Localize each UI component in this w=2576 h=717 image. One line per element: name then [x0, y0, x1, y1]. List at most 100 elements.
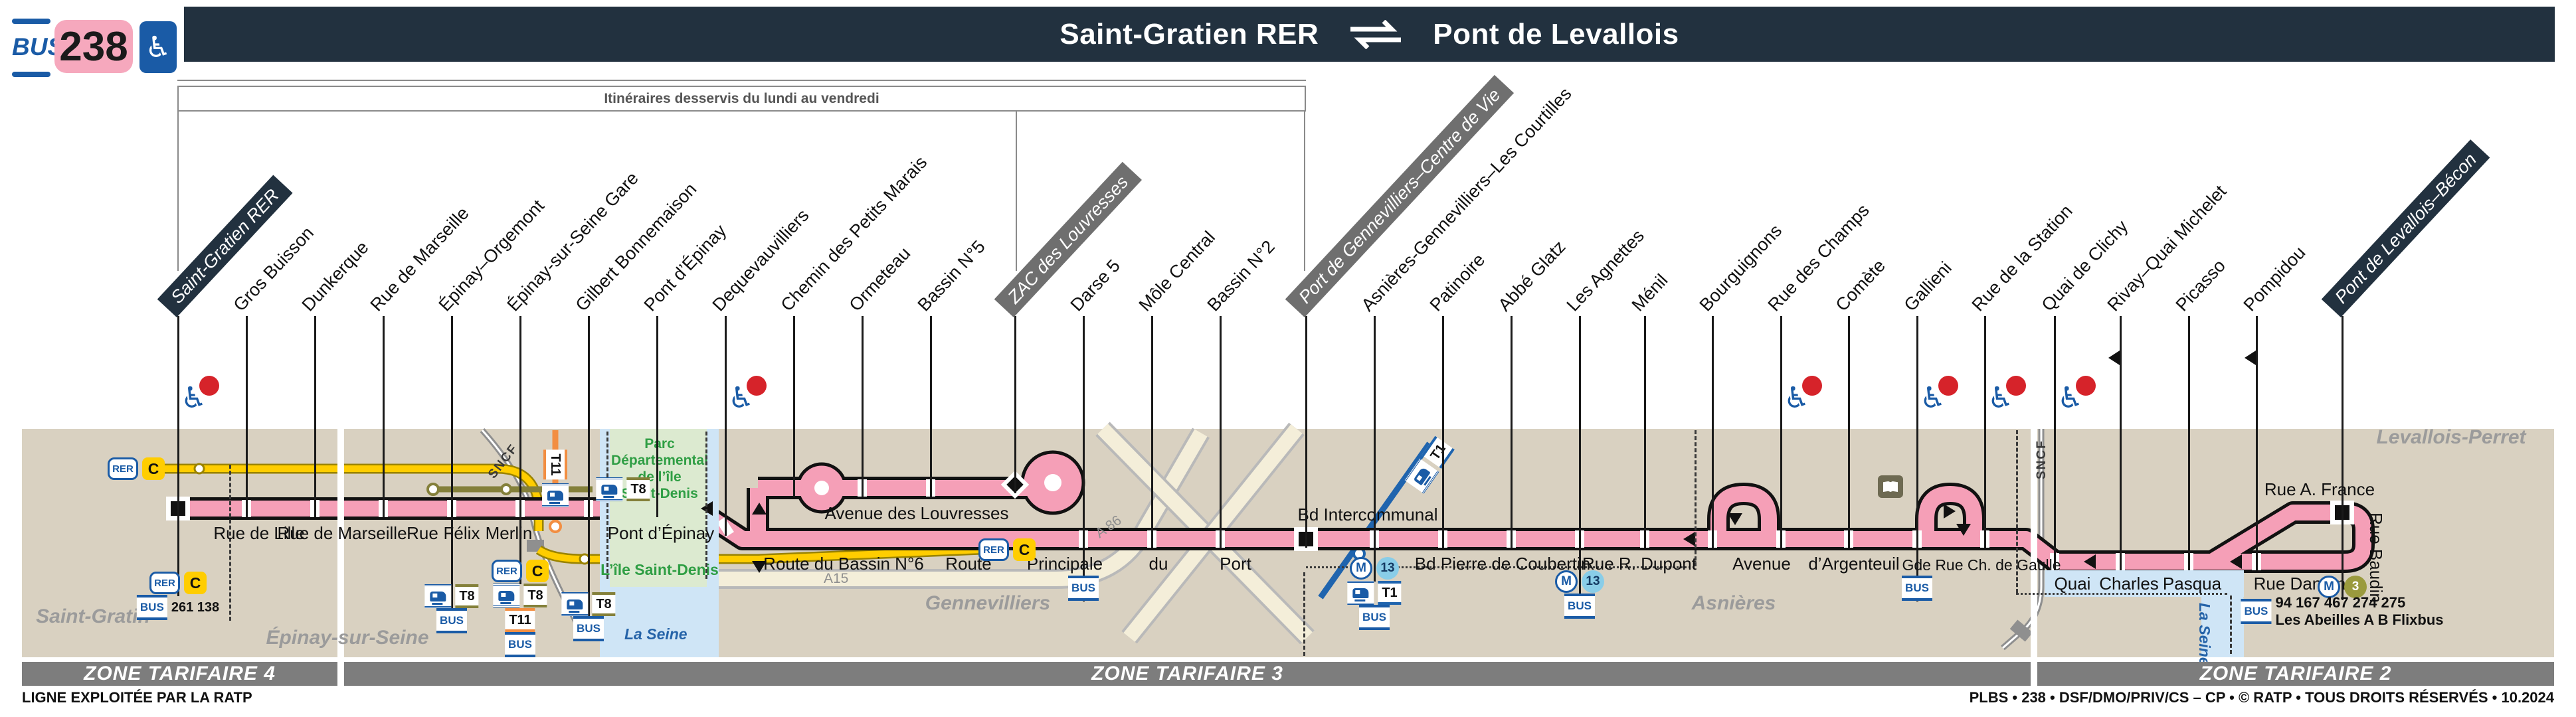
map-icon-book: [1883, 481, 1898, 492]
t8-line-label: T8: [596, 477, 650, 501]
rer-c-logo: C: [184, 572, 207, 594]
commune-boundary: [2016, 593, 2227, 595]
connection-bus: BUS: [1902, 576, 1932, 601]
fare-zone-bar-3: ZONE TARIFAIRE 3: [344, 662, 2031, 686]
no-entry-icon: [1802, 376, 1822, 396]
weekday-bracket-line: [177, 80, 1306, 81]
no-wheelchair-access-icon: ♿: [1987, 376, 2027, 418]
stop-tick-line: [2342, 316, 2344, 521]
direction-arrow: [1944, 504, 1956, 518]
tram-glyph: [430, 591, 446, 605]
stop-tick-line: [725, 316, 727, 536]
street-label: Merlin: [485, 523, 533, 543]
stop-tick-line: [2054, 316, 2056, 570]
commune-boundary: [1695, 430, 1697, 566]
street-label: Bd Intercommunal: [1297, 505, 1438, 524]
sncf-label: SNCF: [2035, 439, 2049, 479]
bus-logo: BUS: [1902, 576, 1932, 601]
zone-boundary-gap: [337, 429, 344, 657]
stop-tick-line: [519, 316, 521, 517]
stop-tick-line: [1014, 316, 1016, 493]
motorway-label: A15: [824, 571, 849, 586]
street-label: Avenue des Louvresses: [824, 503, 1009, 523]
rer-c-logo: C: [1013, 538, 1036, 561]
ile-saint-denis-area: [610, 429, 707, 587]
rer-c-logo: C: [142, 457, 165, 480]
stop-tick-line: [1916, 316, 1918, 548]
wheelchair-icon: ♿: [139, 21, 177, 73]
t11-line-box: T11: [505, 608, 535, 632]
bus-logo: BUS: [1359, 605, 1390, 630]
stop-connection-line: [2342, 513, 2344, 600]
t11-train-icon: [542, 483, 569, 507]
no-entry-icon: [747, 376, 767, 396]
one-way-flag-icon: [2108, 351, 2120, 365]
street-label: Avenue: [1732, 554, 1791, 574]
stop-tick-line: [588, 316, 590, 517]
la-seine-label: La Seine: [624, 625, 688, 643]
connection-tram: T1: [1347, 581, 1402, 605]
street-label: Rue A. France: [2264, 479, 2375, 499]
la-seine-label-2: La Seine: [2196, 603, 2213, 666]
bus-logo: BUS: [1068, 576, 1099, 601]
tram-line-box: T8: [455, 584, 479, 608]
commune-label: Asnières: [1691, 592, 1776, 614]
stop-tick-line: [2256, 316, 2258, 570]
no-wheelchair-access-icon: ♿: [728, 376, 768, 418]
commune-label: Levallois-Perret: [2376, 426, 2526, 448]
street-label: Rue de Lille: [213, 523, 305, 543]
tram-glyph: [601, 484, 618, 498]
connection-bus: BUS: [505, 632, 535, 657]
direction-arrow: [752, 503, 767, 515]
tram-icon: [1347, 581, 1374, 605]
double-arrow-icon: [1350, 19, 1402, 49]
tram-glyph: [1413, 466, 1431, 486]
tram-icon: [424, 584, 452, 608]
stop-tick-line: [1220, 316, 1222, 548]
stop-tick-line: [2188, 316, 2190, 570]
fare-zone-bar-4: ZONE TARIFAIRE 4: [22, 662, 337, 686]
connection-tram: T8: [424, 584, 479, 608]
one-way-flag-icon: [2245, 351, 2256, 365]
street-label: Pont d’Épinay: [607, 523, 715, 543]
no-wheelchair-access-icon: ♿: [1784, 376, 1823, 418]
footer-operator: LIGNE EXPLOITÉE PAR LA RATP: [22, 689, 252, 706]
stop-connection-line: [588, 509, 590, 617]
connection-tram: T8: [561, 592, 616, 616]
stop-tick-line: [1579, 316, 1581, 548]
weekday-bracket-descender: [177, 112, 179, 271]
direction-arrow: [1728, 513, 1742, 525]
direction-arrow: [2084, 554, 2096, 569]
t11-line-label: T11: [543, 449, 567, 480]
no-entry-icon: [199, 376, 219, 396]
rer-logo: RER: [978, 538, 1009, 561]
quai-seine-bend: [2201, 584, 2244, 657]
stop-tick-line: [1712, 316, 1714, 548]
tram-glyph: [567, 599, 583, 613]
commune-boundary: [606, 432, 608, 579]
footer-credits: PLBS • 238 • DSF/DMO/PRIV/CS – CP • © RA…: [1969, 689, 2554, 706]
commune-boundary: [2016, 430, 2018, 593]
street-label-vertical: Rue Baudin: [2366, 513, 2386, 603]
commune-boundary: [1303, 572, 1305, 656]
bus-logo: BUS: [573, 616, 604, 641]
stop-tick-line: [1442, 316, 1444, 548]
stop-tick-line: [1083, 316, 1085, 548]
connection-bus: BUS: [1068, 576, 1099, 601]
weekday-bracket-descender: [1016, 112, 1017, 271]
connection-tram: T8: [493, 584, 547, 607]
weekday-service-box: Itinéraires desservis du lundi au vendre…: [177, 86, 1306, 112]
stop-tick-line: [383, 316, 385, 517]
street-label: Pasqua: [2162, 574, 2222, 594]
street-label: Route du Bassin N°6: [763, 554, 924, 574]
bus-logo-bottom-bar: [12, 72, 50, 77]
bus-logo: BUS: [2241, 599, 2272, 624]
bus-numbers: 261 138: [171, 599, 220, 615]
tram-line-box: T8: [626, 477, 650, 501]
stop-tick-line: [246, 316, 248, 517]
